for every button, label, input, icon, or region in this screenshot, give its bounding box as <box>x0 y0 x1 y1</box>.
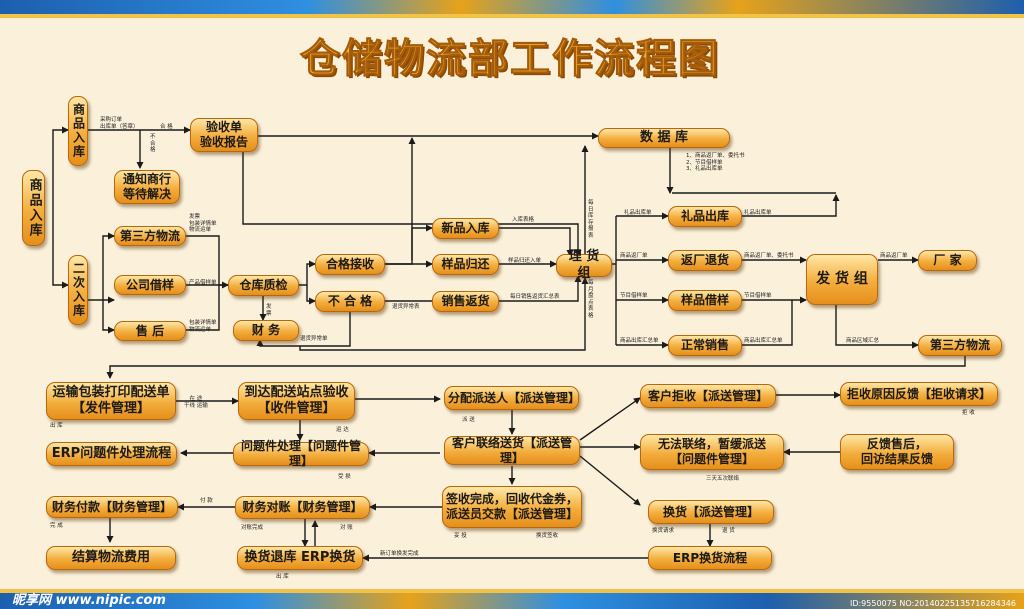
assign-courier-box: 分配派送人【派送管理】 <box>444 386 580 410</box>
finance-box: 财 务 <box>233 320 299 341</box>
label-dispatch: 派 送 <box>462 417 475 423</box>
label-delivered: 妥 投 <box>454 533 467 539</box>
erp-problem-flow-box: ERP问题件处理流程 <box>46 442 177 466</box>
sample-loan-box: 样品借样 <box>668 290 742 311</box>
signed-complete-box: 签收完成，回收代金券， 派送员交款【派送管理】 <box>442 486 582 528</box>
label-factory-return-out: 商品返厂单、委托书 <box>744 253 794 259</box>
label-regional-summary: 商品区域汇总 <box>846 338 880 344</box>
after-sales-box: 售 后 <box>114 321 186 341</box>
label-contact-attempts: 三天五次联络 <box>706 476 740 482</box>
rejected-box: 不 合 格 <box>315 291 385 312</box>
label-daily-return-summary: 每日销售返货汇总表 <box>510 294 560 300</box>
goods-inbound-box: 商品入库 <box>22 170 45 246</box>
top-ribbon-trim <box>0 14 1024 18</box>
label-sample-return-slip: 样品归还入单 <box>508 258 542 264</box>
label-program-sample-out: 节目借样单 <box>744 293 772 299</box>
label-invoice-packing: 发票 包装详情单 物流运单 <box>189 214 217 234</box>
bottom-ribbon-trim <box>0 589 1024 593</box>
new-product-inbound-box: 新品入库 <box>432 218 499 239</box>
third-party-logistics-right-box: 第三方物流 <box>918 335 1002 356</box>
label-outbound-bottom: 出 库 <box>276 574 289 580</box>
normal-sales-box: 正常销售 <box>668 335 742 356</box>
label-rejected: 拒 收 <box>962 410 975 416</box>
label-in-transit: 在 途 干线 运输 <box>184 396 208 409</box>
company-sample-box: 公司借样 <box>114 275 186 295</box>
exchange-box: 换货【派送管理】 <box>648 500 774 524</box>
label-qualified: 合 格 <box>160 124 173 130</box>
transport-packing-box: 运输包装打印配送单 【发件管理】 <box>46 382 176 420</box>
finance-reconcile-box: 财务对账【财务管理】 <box>235 496 370 519</box>
erp-exchange-flow-box: ERP换货流程 <box>648 546 772 570</box>
second-inbound-box: 二次入库 <box>68 255 88 325</box>
label-outbound-summary-out: 商品出库汇总单 <box>744 338 783 344</box>
label-inbound-form: 入库表格 <box>512 217 535 223</box>
label-factory-return-to-maker: 商品返厂单 <box>880 253 908 259</box>
top-ribbon <box>0 0 1024 14</box>
label-program-sample-in: 节目借样单 <box>620 293 648 299</box>
stock-team-box: 理 货 组 <box>556 249 612 281</box>
label-reconcile: 对 账 <box>340 525 353 531</box>
return-to-factory-box: 返厂退货 <box>668 250 742 271</box>
label-sample-loan: 产品借样单 <box>189 280 217 286</box>
manufacturer-box: 厂 家 <box>918 250 977 271</box>
quality-check-box: 仓库质检 <box>228 275 299 296</box>
label-packing-waybill: 包装详情单 物流运单 <box>189 320 217 333</box>
arrival-inspection-box: 到达配送站点验收 【收件管理】 <box>238 382 355 420</box>
label-invoice: 发 票 <box>266 304 272 317</box>
inspection-report-box: 验收单 验收报告 <box>190 118 258 152</box>
logistics-settlement-box: 结算物流费用 <box>46 546 176 570</box>
goods-receipt-box: 商品入库 <box>68 96 88 166</box>
exchange-return-box: 换货退库 ERP换货 <box>237 546 363 570</box>
label-gift-slip-in: 礼品出库单 <box>624 210 652 216</box>
database-box: 数 据 库 <box>598 128 730 148</box>
label-monthly-count: 每 月 盘 点 表 格 <box>588 280 594 319</box>
label-daily-stock-report: 每 日 库 存 报 表 <box>588 200 594 239</box>
bottom-ribbon <box>0 593 1024 609</box>
label-outbound: 出 库 <box>50 423 63 429</box>
label-new-order-done: 新订单换发完成 <box>380 551 419 557</box>
label-reconcile-done: 对账完成 <box>241 525 264 531</box>
label-complete: 完 成 <box>50 523 63 529</box>
contact-delivery-box: 客户联络送货【派送管理】 <box>444 436 580 465</box>
label-exchange-request: 换货请求 <box>652 528 675 534</box>
label-unqualified: 不 合 格 <box>150 134 156 154</box>
sample-return-box: 样品归还 <box>432 254 499 275</box>
finance-payment-box: 财务付款【财务管理】 <box>46 496 178 518</box>
customer-reject-box: 客户拒收【派送管理】 <box>640 384 776 408</box>
watermark-id: ID:9550075 NO:20140225135716284346 <box>849 599 1016 608</box>
third-party-logistics-box: 第三方物流 <box>114 226 186 246</box>
problem-handling-box: 问题件处理【问题件管理】 <box>233 439 369 468</box>
label-damaged: 受 损 <box>338 474 351 480</box>
accepted-box: 合格接收 <box>315 254 385 275</box>
label-arrived: 运 达 <box>336 427 349 433</box>
watermark-site: 昵享网 www.nipic.com <box>12 593 166 608</box>
label-payment: 付 款 <box>200 498 213 504</box>
label-outbound-summary-in: 商品出库汇总单 <box>620 338 659 344</box>
reject-reason-box: 拒收原因反馈【拒收请求】 <box>840 382 998 406</box>
sales-return-box: 销售返货 <box>432 291 499 312</box>
label-return-exception-slip: 退货异常单 <box>300 336 328 342</box>
label-return: 退 货 <box>722 528 735 534</box>
label-exchange-signed: 换货签收 <box>536 533 559 539</box>
gift-outbound-box: 礼品出库 <box>668 206 742 227</box>
notify-supplier-box: 通知商行 等待解决 <box>114 170 180 204</box>
label-gift-slip-out: 礼品出库单 <box>744 210 772 216</box>
label-database-docs: 1、商品返厂单、委托书 2、节目借样单 3、礼品出库单 <box>686 153 745 173</box>
label-return-exception-form: 退货异常表 <box>392 304 420 310</box>
feedback-box: 反馈售后， 回访结果反馈 <box>840 434 954 470</box>
label-purchase-order: 采购订单 出库单（答章） <box>100 117 139 130</box>
shipping-team-box: 发 货 组 <box>806 254 878 305</box>
label-factory-return-in: 商品返厂单 <box>620 253 648 259</box>
unreachable-box: 无法联络，暂缓派送 【问题件管理】 <box>640 434 784 470</box>
chart-title: 仓储物流部工作流程图 <box>300 35 720 83</box>
